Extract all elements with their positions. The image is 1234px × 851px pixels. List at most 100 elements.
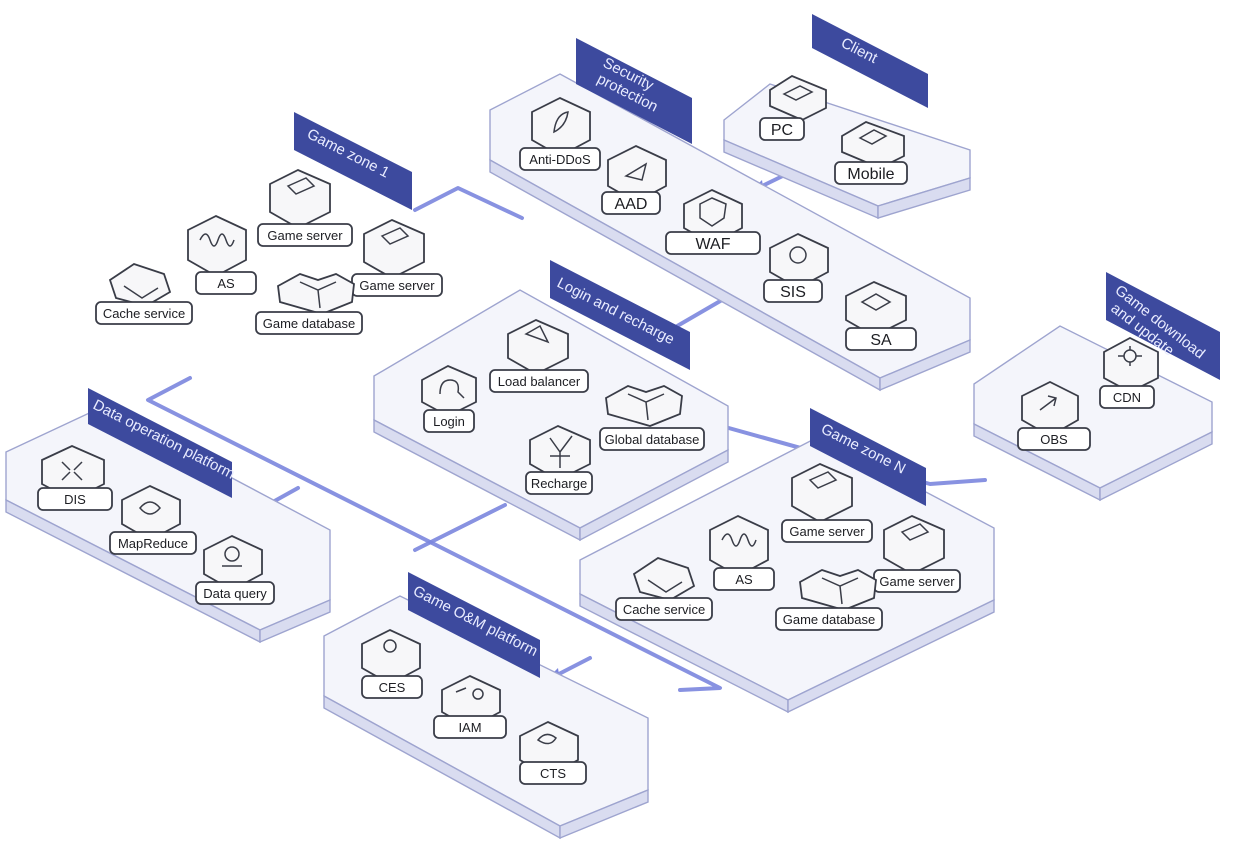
anti-ddos-label: Anti-DDoS	[529, 152, 591, 167]
cache-service-icon	[632, 557, 696, 601]
login-node[interactable]: Login	[421, 365, 477, 433]
sa-icon	[845, 281, 907, 338]
mobile-label: Mobile	[847, 166, 894, 183]
global-database-label: Global database	[605, 432, 700, 447]
cts-node[interactable]: CTS	[519, 721, 587, 785]
cdn-icon	[1103, 336, 1159, 394]
platform-login: Login and recharge	[373, 260, 729, 542]
flow-dataops-diagonal	[146, 376, 722, 692]
mapreduce-node[interactable]: MapReduce	[109, 485, 197, 555]
sis-label: SIS	[780, 284, 806, 301]
ces-label: CES	[379, 680, 406, 695]
zoneN-game-server-a-label: Game server	[789, 524, 865, 539]
obs-icon	[1021, 380, 1079, 438]
zone1-game-server-a-node[interactable]: Game server	[257, 169, 353, 247]
banner-security	[576, 38, 692, 144]
platform-download: Game download and update	[973, 272, 1220, 502]
load-balancer-node[interactable]: Load balancer	[489, 319, 589, 393]
sa-label: SA	[870, 332, 892, 349]
data-query-label: Data query	[203, 586, 267, 601]
ces-icon	[361, 629, 421, 686]
dis-node[interactable]: DIS	[37, 445, 113, 511]
zone1-as-node[interactable]: AS	[187, 215, 257, 295]
data-query-node[interactable]: Data query	[195, 535, 275, 605]
zone1-game-database-label: Game database	[263, 316, 356, 331]
zone1-game-server-a-label: Game server	[267, 228, 343, 243]
banner-client	[812, 14, 928, 108]
zoneN-game-server-b-node[interactable]: Game server	[873, 515, 961, 593]
zone1-game-database-node[interactable]: Game database	[255, 273, 363, 335]
game-server-icon	[791, 463, 853, 524]
login-icon	[421, 365, 477, 418]
iam-icon	[441, 675, 501, 730]
flow-login-down	[413, 503, 507, 552]
zone1-as-label: AS	[217, 276, 235, 291]
obs-label: OBS	[1040, 432, 1068, 447]
mapreduce-label: MapReduce	[118, 536, 188, 551]
zoneN-cache-service-label: Cache service	[623, 602, 705, 617]
zone1-cache-service-label: Cache service	[103, 306, 185, 321]
sis-node[interactable]: SIS	[763, 233, 829, 303]
banner-data-ops	[88, 388, 232, 498]
zone1-game-server-b-node[interactable]: Game server	[351, 219, 443, 297]
cts-label: CTS	[540, 766, 566, 781]
global-database-icon	[605, 385, 683, 427]
aad-node[interactable]: AAD	[601, 145, 667, 215]
game-server-icon	[363, 219, 425, 280]
sis-icon	[769, 233, 829, 290]
dis-icon	[41, 445, 105, 502]
cache-service-icon	[108, 263, 172, 307]
waf-node[interactable]: WAF	[665, 189, 761, 255]
aad-icon	[607, 145, 667, 204]
banner-download	[1106, 272, 1220, 380]
zoneN-game-database-node[interactable]: Game database	[775, 569, 883, 631]
load-balancer-icon	[507, 319, 569, 376]
zoneN-as-label: AS	[735, 572, 753, 587]
zoneN-game-server-a-node[interactable]: Game server	[781, 463, 873, 543]
mobile-icon	[841, 121, 905, 169]
waf-label: WAF	[696, 236, 731, 253]
banner-login	[550, 260, 690, 370]
banner-zoneN	[810, 408, 926, 506]
recharge-node[interactable]: Recharge	[525, 425, 593, 495]
iam-label: IAM	[458, 720, 481, 735]
game-server-icon	[269, 169, 331, 230]
pc-icon	[769, 74, 827, 121]
anti-ddos-node[interactable]: Anti-DDoS	[519, 97, 601, 171]
pc-node[interactable]: PC	[759, 74, 827, 141]
game-server-icon	[883, 515, 945, 576]
flow-to-om	[553, 656, 592, 678]
cdn-label: CDN	[1113, 390, 1141, 405]
recharge-label: Recharge	[531, 476, 587, 491]
zoneN-cache-service-node[interactable]: Cache service	[615, 557, 713, 621]
waf-icon	[683, 189, 743, 246]
zoneN-game-database-label: Game database	[783, 612, 876, 627]
sa-node[interactable]: SA	[845, 281, 917, 351]
dis-label: DIS	[64, 492, 86, 507]
ces-node[interactable]: CES	[361, 629, 423, 699]
zone1-cache-service-node[interactable]: Cache service	[95, 263, 193, 325]
as-icon	[709, 515, 769, 578]
obs-node[interactable]: OBS	[1017, 380, 1091, 451]
flow-to-zoneN	[698, 418, 987, 486]
load-balancer-label: Load balancer	[498, 374, 581, 389]
flow-zone1-to-security	[413, 186, 524, 220]
banner-zone1	[294, 112, 412, 210]
data-query-icon	[203, 535, 263, 592]
cdn-node[interactable]: CDN	[1099, 336, 1159, 409]
game-database-icon	[277, 273, 355, 315]
global-database-node[interactable]: Global database	[599, 385, 705, 451]
zoneN-game-server-b-label: Game server	[879, 574, 955, 589]
pc-label: PC	[771, 122, 793, 139]
mapreduce-icon	[121, 485, 181, 542]
as-icon	[187, 215, 247, 278]
aad-label: AAD	[615, 196, 648, 213]
iam-node[interactable]: IAM	[433, 675, 507, 739]
banner-om	[408, 572, 540, 678]
zone1-game-server-b-label: Game server	[359, 278, 435, 293]
game-database-icon	[799, 569, 877, 611]
login-label: Login	[433, 414, 465, 429]
zoneN-as-node[interactable]: AS	[709, 515, 775, 591]
mobile-node[interactable]: Mobile	[834, 121, 908, 185]
